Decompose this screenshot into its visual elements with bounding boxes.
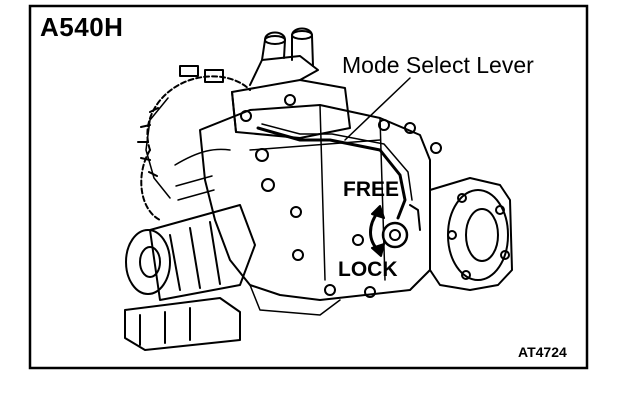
- callout-leader: [344, 77, 411, 141]
- mode-select-lever-rod: [256, 126, 407, 220]
- lever-pivot: [381, 221, 409, 249]
- front-output-housing: [429, 177, 513, 291]
- free-lock-arrow: [369, 210, 380, 252]
- figure-frame: [28, 4, 589, 370]
- figure-code-label: AT4724: [518, 344, 567, 360]
- free-position-label: FREE: [343, 178, 400, 201]
- rear-extension: [149, 204, 256, 301]
- actuator-cap-right: [291, 27, 314, 67]
- mount-bracket: [124, 297, 241, 351]
- bolt: [204, 69, 224, 83]
- lock-position-label: LOCK: [338, 258, 398, 281]
- gear-teeth: [145, 97, 171, 199]
- main-case: [199, 104, 431, 301]
- rear-output-flange: [125, 229, 171, 295]
- model-label: A540H: [40, 12, 124, 42]
- mode-select-lever-label: Mode Select Lever: [342, 52, 534, 78]
- actuator-block: [231, 79, 351, 139]
